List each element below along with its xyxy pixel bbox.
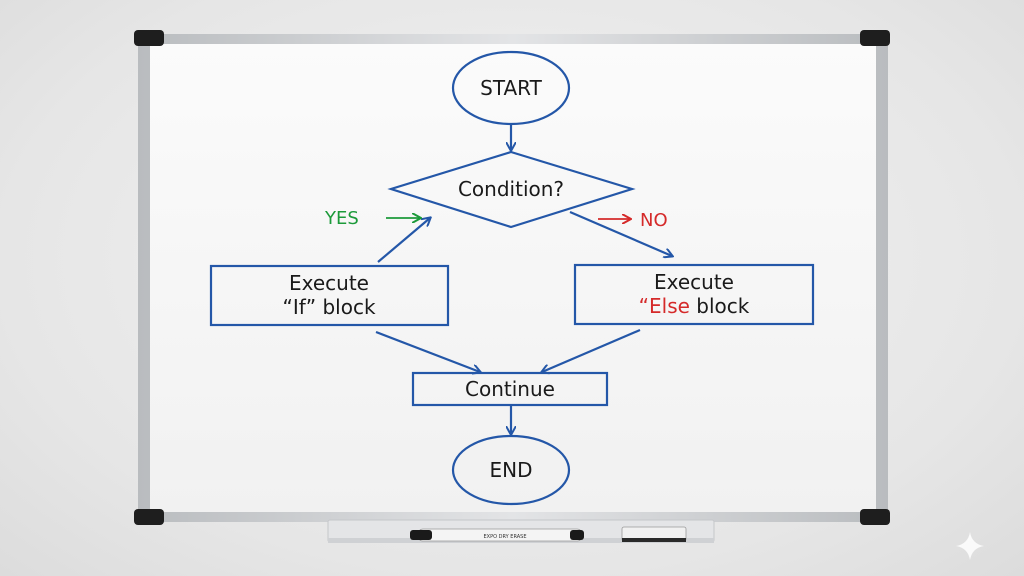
flowchart xyxy=(209,50,815,506)
arrow-if-to-continue xyxy=(375,330,480,372)
corner-cap-top-right xyxy=(860,30,890,46)
start-label: START xyxy=(480,76,542,100)
no-label: NO xyxy=(640,210,668,231)
whiteboard xyxy=(134,30,890,525)
condition-label: Condition? xyxy=(458,177,564,201)
end-node xyxy=(451,434,571,506)
if-block-line2: “If” block xyxy=(282,295,376,319)
else-block-line1: Execute xyxy=(654,270,734,294)
corner-cap-top-left xyxy=(134,30,164,46)
else-block xyxy=(573,263,815,326)
condition-decision xyxy=(387,150,636,229)
sparkle-icon xyxy=(956,532,984,560)
corner-cap-bottom-right xyxy=(860,509,890,525)
if-block-line1: Execute xyxy=(289,271,369,295)
arrow-yes-branch xyxy=(377,218,430,263)
corner-cap-bottom-left xyxy=(134,509,164,525)
marker-tray: EXPO DRY ERASE xyxy=(327,519,715,543)
yes-label: YES xyxy=(324,208,359,229)
end-label: END xyxy=(490,458,533,482)
else-block-suffix: block xyxy=(690,294,750,318)
continue-label: Continue xyxy=(465,377,555,401)
else-keyword: “Else xyxy=(639,294,690,318)
if-block xyxy=(209,264,450,327)
else-block-line2: “Else block xyxy=(639,294,750,318)
marker-label: EXPO DRY ERASE xyxy=(484,534,527,540)
arrow-else-to-continue xyxy=(542,328,641,372)
arrow-no-branch xyxy=(569,210,672,256)
whiteboard-surface xyxy=(150,44,876,512)
flowchart-labels: START Condition? YES NO Execute “If” blo… xyxy=(282,76,749,482)
marker-pen: EXPO DRY ERASE xyxy=(410,528,584,542)
